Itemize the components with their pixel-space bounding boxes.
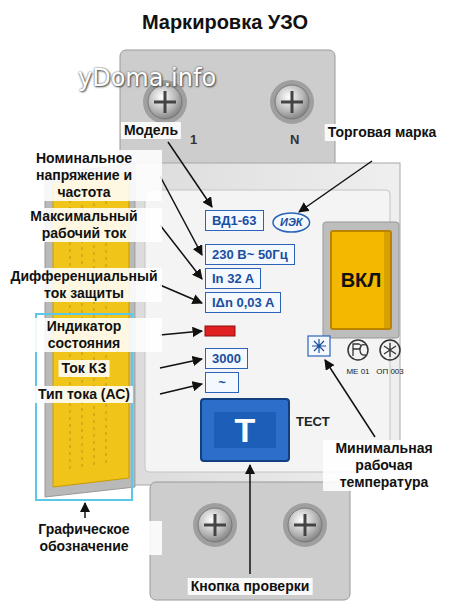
terminal-hole — [270, 80, 314, 124]
device-marking: T — [235, 411, 256, 450]
screw-slot — [154, 91, 176, 113]
toggle-switch: ВКЛ — [330, 230, 392, 330]
device-marking: In 32 A — [212, 271, 254, 286]
leader-arrow — [325, 360, 375, 437]
brand-logo: ИЭК — [272, 212, 311, 233]
state-indicator — [205, 326, 235, 336]
callout-label: Дифференциальный ток защиты — [6, 268, 162, 302]
leader-arrow — [160, 331, 202, 335]
button-caption: ТЕСТ — [296, 414, 330, 430]
screw-slot — [204, 514, 226, 536]
leader-arrow — [168, 142, 212, 207]
leader-arrow — [160, 285, 202, 303]
terminal-number: 1 — [190, 132, 197, 148]
callout-label: Модель — [121, 122, 181, 139]
device-marking: IΔn 0,03 A — [212, 295, 274, 310]
model-mark: ВД1-63 — [205, 210, 264, 231]
device-marking: 230 В~ 50Гц — [212, 247, 288, 262]
screw-slot — [281, 91, 303, 113]
differential-current-mark: IΔn 0,03 A — [205, 292, 281, 313]
certification-logo — [353, 344, 366, 356]
callout-label: Ток КЗ — [59, 360, 110, 377]
terminal-number: N — [290, 132, 299, 148]
callout-label: Кнопка проверки — [188, 578, 313, 595]
current-type-mark: ~ — [205, 372, 239, 393]
title: Маркировка УЗО — [0, 10, 450, 34]
callout-label: Графическое обозначение — [6, 521, 162, 555]
leader-arrow — [160, 359, 202, 368]
device-marking: 3000 — [212, 351, 241, 366]
leader-arrow — [84, 503, 86, 518]
terminal-screw — [275, 85, 309, 119]
callout-label: Торговая марка — [325, 124, 440, 141]
short-circuit-mark: 3000 — [205, 348, 248, 369]
certificate-code: МЕ 01 — [346, 366, 369, 377]
certification-mark — [380, 340, 400, 360]
screw-slot — [294, 514, 316, 536]
test-button: T — [200, 398, 290, 462]
logo-outline — [273, 213, 310, 232]
switch-slot — [323, 222, 399, 338]
device-marking: ВД1-63 — [212, 213, 257, 228]
terminal-screw — [288, 508, 322, 542]
certification-logo — [384, 343, 396, 357]
snowflake — [312, 339, 326, 353]
leader-arrow — [249, 465, 251, 574]
certification-mark — [348, 340, 368, 360]
body-front — [135, 163, 400, 485]
callout-label: Тип тока (АС) — [35, 386, 133, 403]
certificate-code: ОП 003 — [376, 366, 404, 377]
watermark: yDoma.info — [78, 64, 216, 92]
callout-label: Максимальный рабочий ток — [6, 208, 162, 242]
voltage-mark: 230 В~ 50Гц — [205, 244, 295, 265]
device-marking: ИЭК — [280, 216, 303, 228]
leader-arrow — [299, 161, 372, 212]
temperature-symbol — [308, 336, 330, 356]
callout-label: Индикатор состояния — [6, 318, 162, 352]
leader-arrows — [85, 142, 375, 574]
terminal-screw — [198, 508, 232, 542]
callout-label: Минимальная рабочая температура — [323, 440, 445, 491]
callout-label: Номинальное напряжение и частота — [6, 150, 162, 201]
terminal-hole — [193, 503, 237, 547]
terminal-hole — [283, 503, 327, 547]
device-marking: ВКЛ — [341, 269, 382, 292]
leader-arrow — [160, 384, 202, 394]
device-marking: ~ — [218, 375, 226, 390]
leader-arrow — [160, 225, 202, 279]
rated-current-mark: In 32 A — [205, 268, 261, 289]
leader-arrow — [160, 176, 202, 255]
